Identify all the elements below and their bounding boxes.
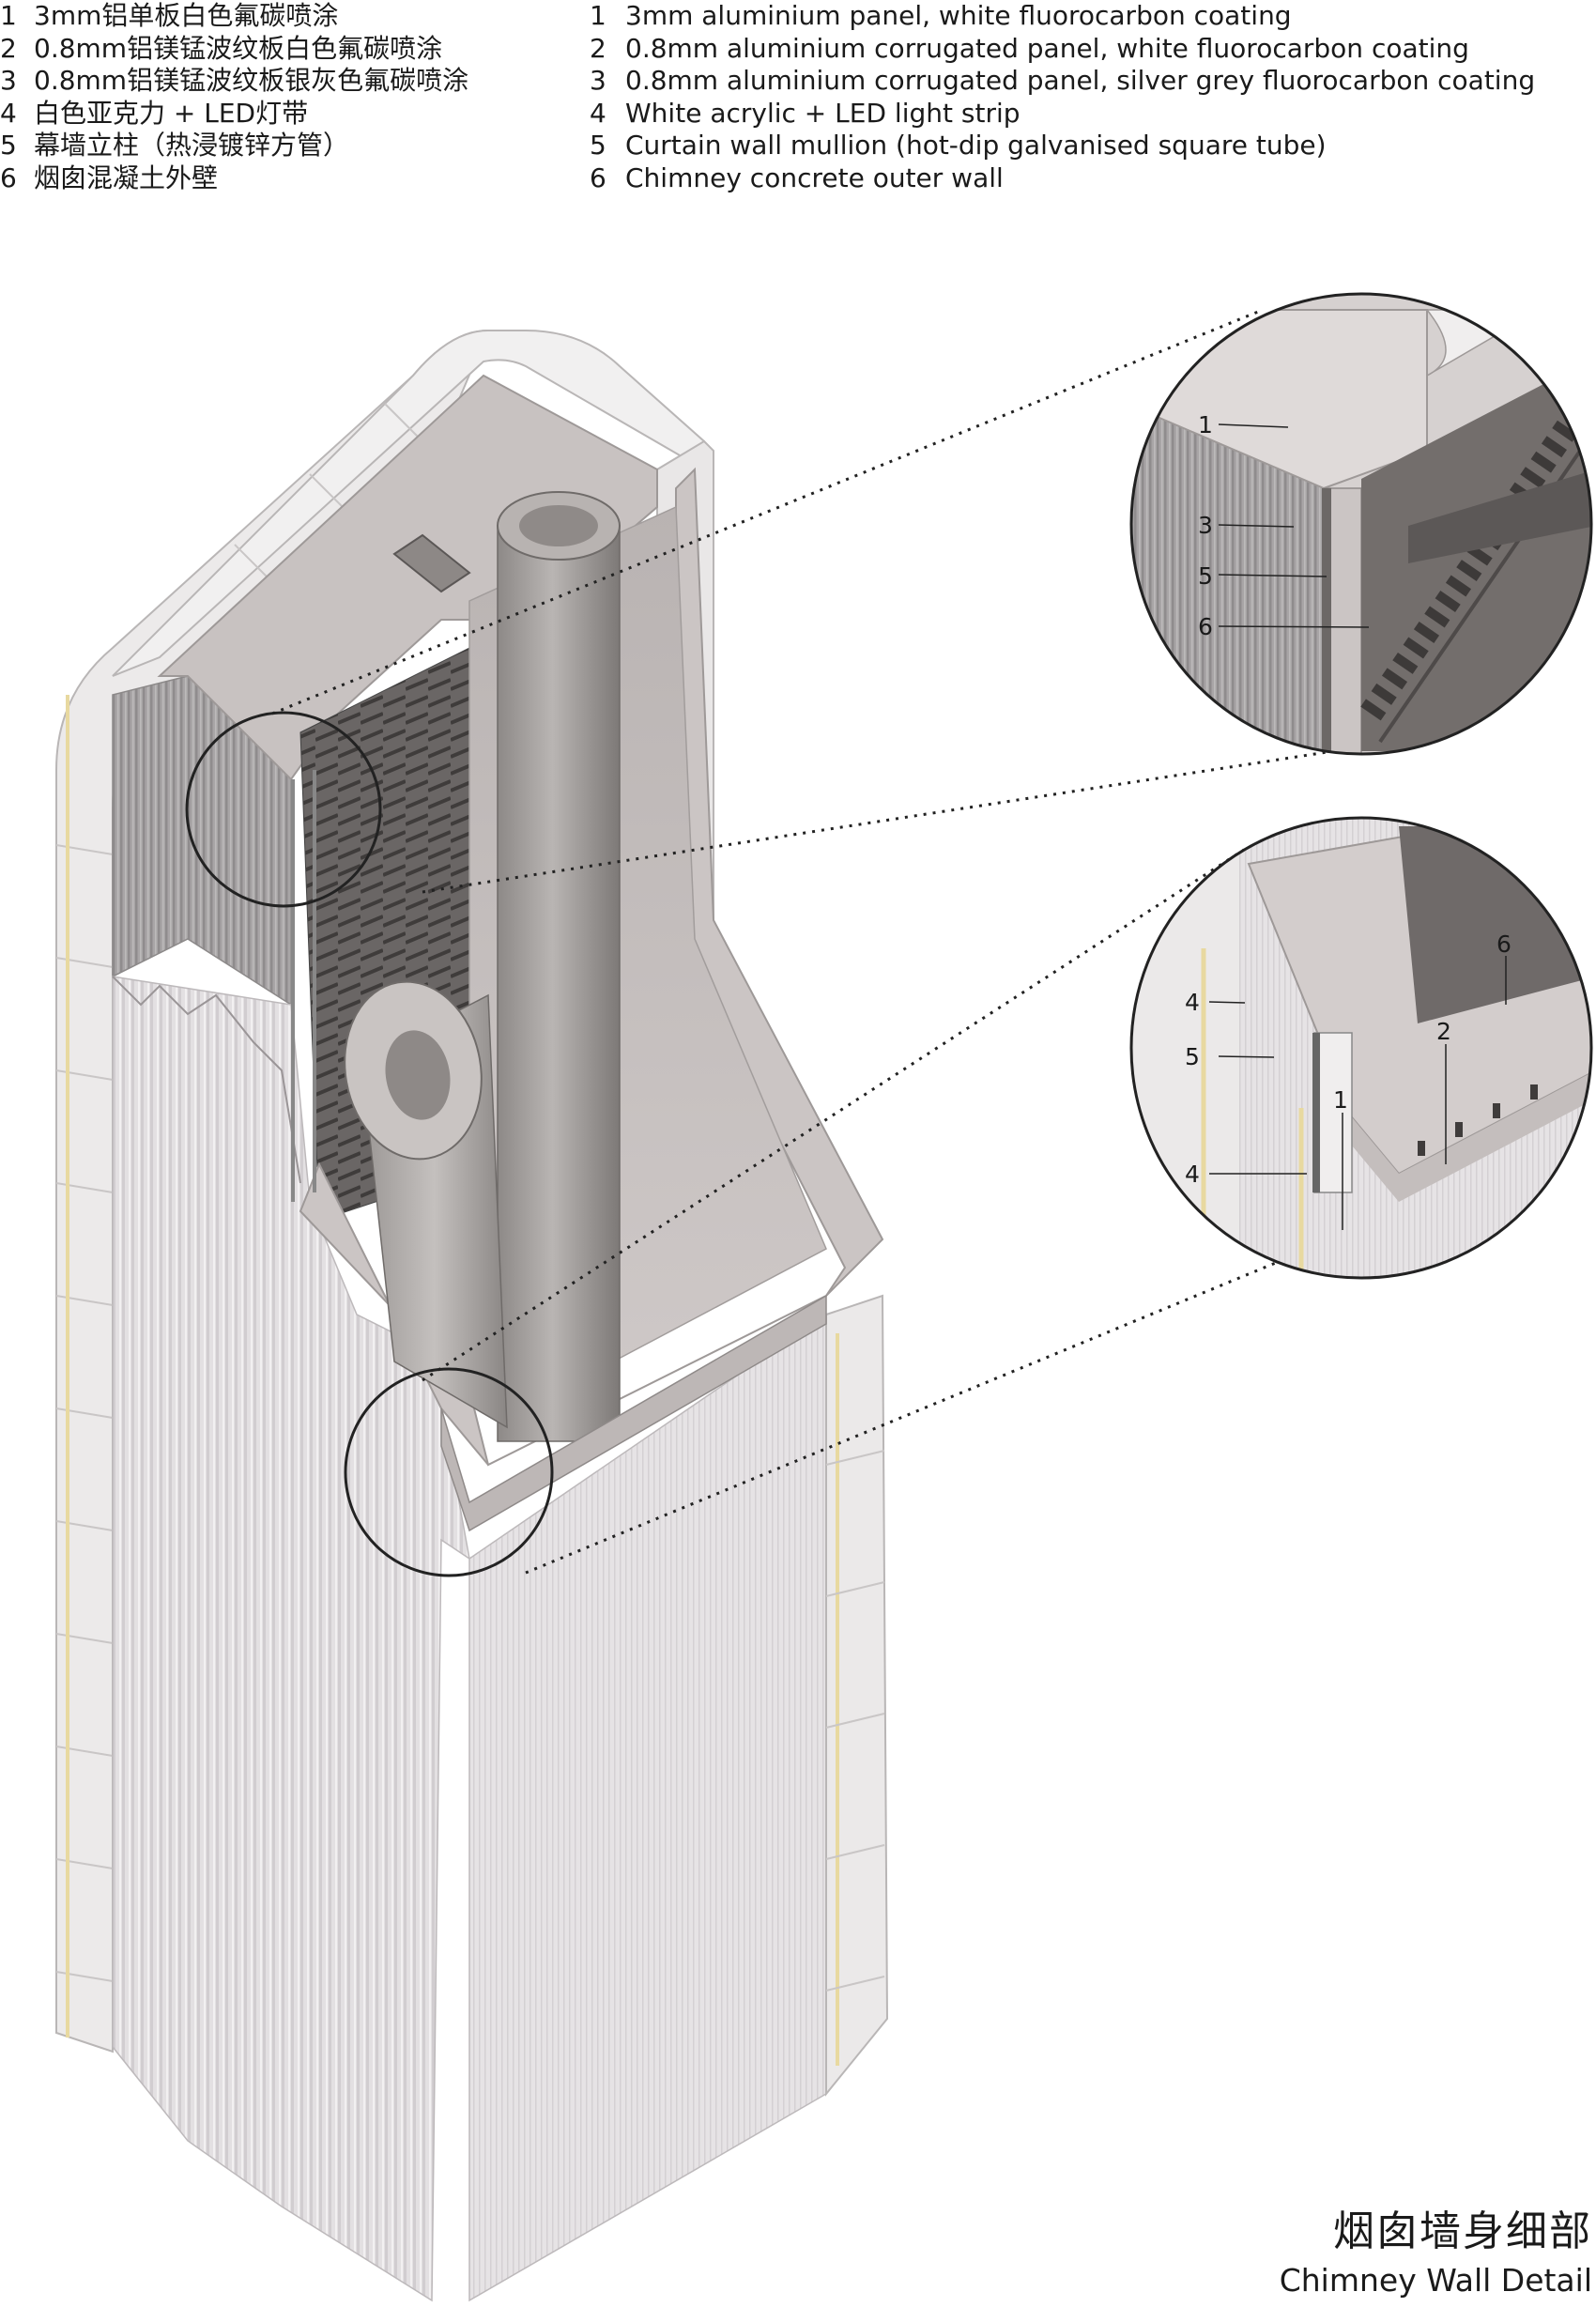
service-hatch — [392, 533, 471, 593]
secondary-flue-opening — [385, 1030, 451, 1120]
mullions — [291, 770, 316, 1202]
callout-label: 3 — [1198, 512, 1213, 539]
callout-label: 6 — [1496, 930, 1512, 958]
callout-label: 1 — [1198, 411, 1213, 438]
white-corrugated-right — [468, 1313, 827, 2302]
detail-marker-bottom — [344, 1367, 554, 1577]
callout-label: 1 — [1333, 1086, 1348, 1114]
cut-edge-serrated — [440, 1294, 827, 1532]
right-panel-column — [825, 1294, 889, 2097]
main-flue-tube — [497, 525, 621, 1442]
callout-label: 5 — [1185, 1043, 1200, 1070]
detail-view-top: 1 3 5 6 — [1129, 292, 1593, 756]
chimney-model — [55, 329, 889, 2302]
callout-label: 4 — [1185, 1161, 1200, 1188]
callout-label: 2 — [1436, 1018, 1451, 1045]
drawing-title: 烟囱墙身细部 Chimney Wall Detail — [1280, 2204, 1592, 2301]
detail-view-bottom: 4 5 4 1 2 6 — [1129, 816, 1593, 1280]
callout-label: 4 — [1185, 989, 1200, 1016]
torn-edge — [112, 976, 301, 1184]
title-english: Chimney Wall Detail — [1279, 2262, 1592, 2299]
leader-lines — [271, 308, 1334, 1575]
panel-joints-right — [825, 1450, 885, 1992]
outer-panel-cap — [112, 330, 705, 677]
callout-label: 5 — [1198, 562, 1213, 590]
detail-marker-top — [185, 711, 382, 908]
title-chinese: 烟囱墙身细部 — [1333, 2207, 1592, 2255]
main-flue-opening — [519, 505, 598, 546]
callout-label: 6 — [1198, 613, 1213, 640]
